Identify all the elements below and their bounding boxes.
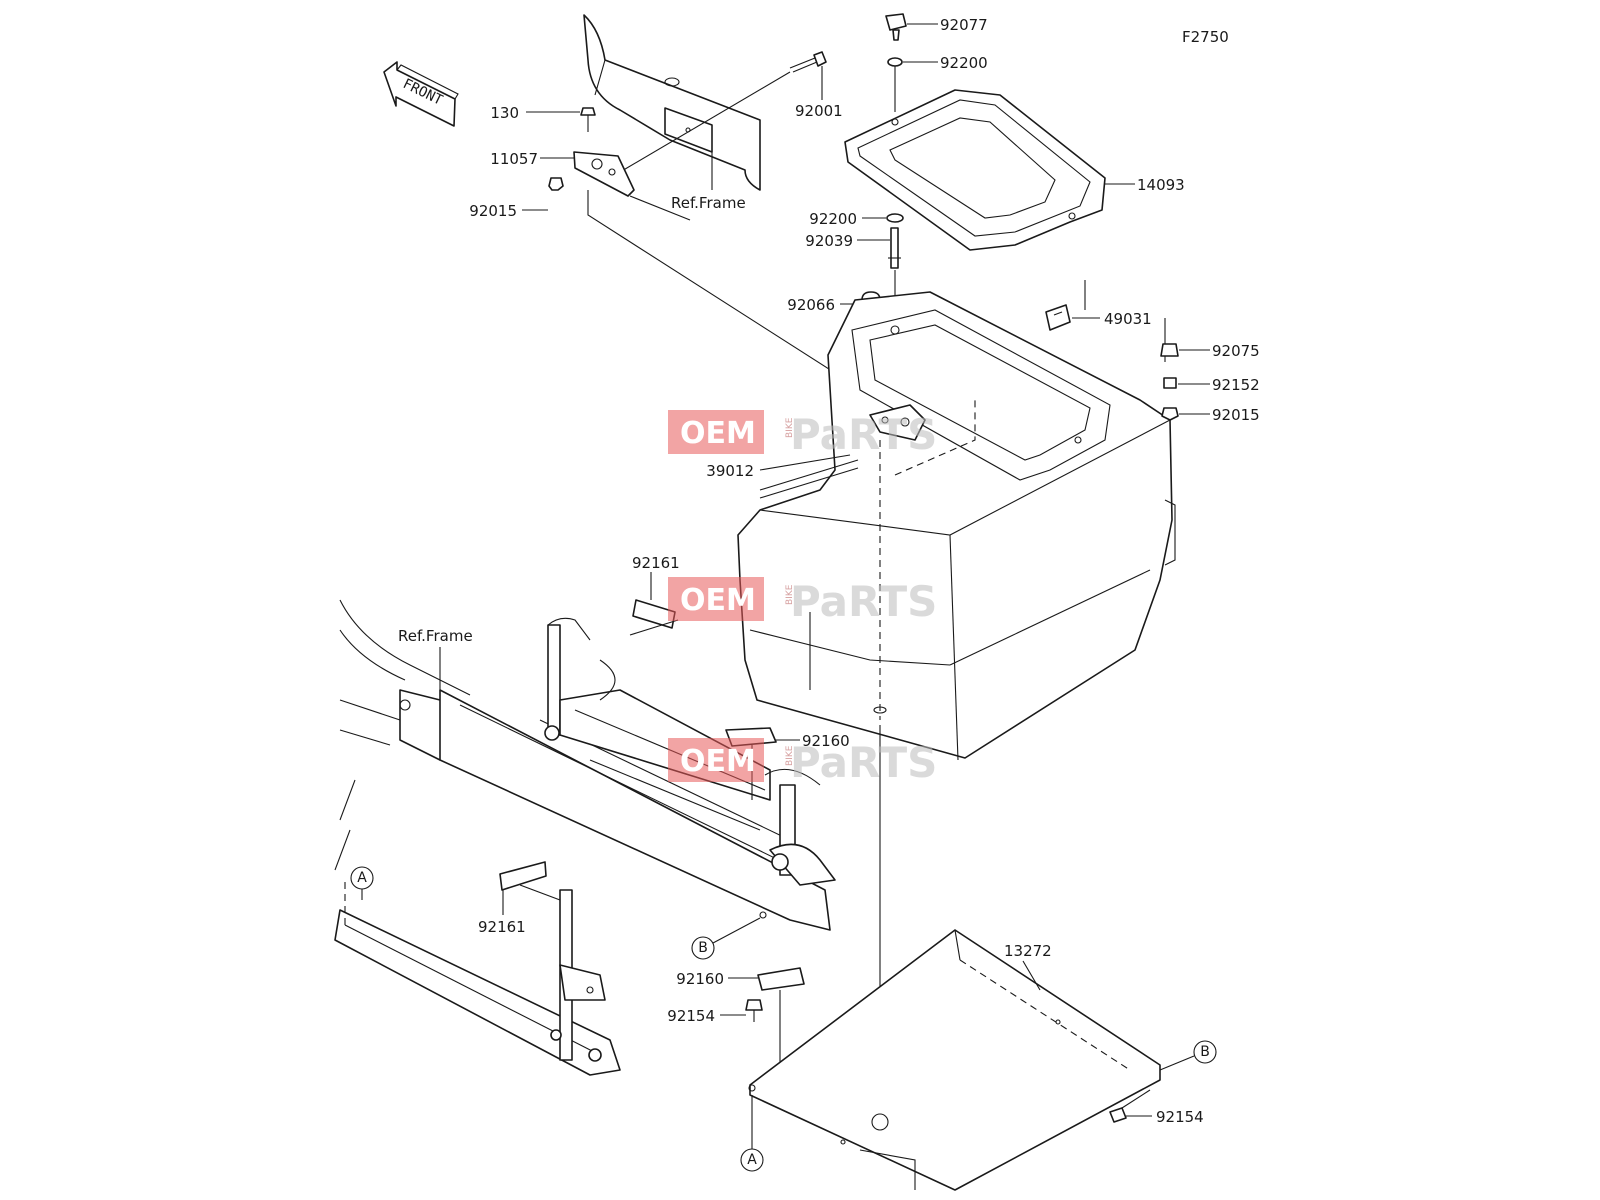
svg-text:PaRTS: PaRTS xyxy=(790,410,937,459)
svg-text:OEM: OEM xyxy=(680,416,756,451)
svg-text:92015: 92015 xyxy=(1212,406,1260,424)
svg-text:A: A xyxy=(357,870,367,886)
svg-text:92015: 92015 xyxy=(469,202,517,220)
svg-text:92066: 92066 xyxy=(787,296,835,314)
upper-frame-bracket: Ref.Frame xyxy=(583,14,761,212)
svg-text:B: B xyxy=(698,940,708,956)
svg-text:PaRTS: PaRTS xyxy=(790,577,937,626)
fastener-stack-right: 92075 92152 92015 xyxy=(1160,342,1260,424)
lid-14093: 14093 xyxy=(844,89,1185,251)
bolt-92154: 92154 92154 xyxy=(667,999,1204,1126)
svg-text:92154: 92154 xyxy=(1156,1108,1204,1126)
svg-text:92077: 92077 xyxy=(940,16,988,34)
svg-text:92200: 92200 xyxy=(940,54,988,72)
skid-plate-13272: 13272 xyxy=(748,929,1161,1191)
svg-text:BIKE: BIKE xyxy=(785,584,795,605)
key-92077: 92077 92200 xyxy=(885,13,988,112)
diagram-code: F2750 xyxy=(1182,28,1229,46)
watermark-1: OEM BIKE PaRTS xyxy=(668,410,937,459)
svg-text:92152: 92152 xyxy=(1212,376,1260,394)
svg-text:92154: 92154 xyxy=(667,1007,715,1025)
svg-text:130: 130 xyxy=(490,104,519,122)
svg-text:92160: 92160 xyxy=(802,732,850,750)
latch-49031: 49031 xyxy=(1045,280,1166,362)
front-arrow-icon: FRONT xyxy=(383,61,459,127)
svg-text:11057: 11057 xyxy=(490,150,538,168)
watermark-2: OEM BIKE PaRTS xyxy=(668,577,937,626)
svg-text:92160: 92160 xyxy=(676,970,724,988)
svg-text:92039: 92039 xyxy=(805,232,853,250)
callout-b-upper: B xyxy=(691,917,761,960)
svg-text:92161: 92161 xyxy=(478,918,526,936)
svg-text:OEM: OEM xyxy=(680,744,756,779)
svg-text:92001: 92001 xyxy=(795,102,843,120)
pad-92160: 92160 92160 xyxy=(676,727,850,1085)
callout-a-upper: A xyxy=(350,866,374,900)
svg-text:B: B xyxy=(1200,1044,1210,1060)
svg-text:13272: 13272 xyxy=(1004,942,1052,960)
callout-a-lower: A xyxy=(740,1095,764,1172)
watermark-3: OEM BIKE PaRTS xyxy=(668,738,937,787)
ref-frame-label-lower: Ref.Frame xyxy=(398,627,473,645)
svg-text:BIKE: BIKE xyxy=(785,745,795,766)
svg-text:BIKE: BIKE xyxy=(785,417,795,438)
svg-text:PaRTS: PaRTS xyxy=(790,738,937,787)
callout-b-lower: B xyxy=(1159,1040,1217,1071)
svg-text:92161: 92161 xyxy=(632,554,680,572)
svg-text:39012: 39012 xyxy=(706,462,754,480)
svg-text:14093: 14093 xyxy=(1137,176,1185,194)
svg-text:A: A xyxy=(747,1152,757,1168)
pad-92161: 92161 92161 xyxy=(478,554,680,936)
svg-text:OEM: OEM xyxy=(680,583,756,618)
svg-text:92200: 92200 xyxy=(809,210,857,228)
storage-box-39012: 39012 xyxy=(706,291,1176,1130)
ref-frame-label-upper: Ref.Frame xyxy=(671,194,746,212)
bolt-92001: 92001 xyxy=(614,51,843,176)
svg-text:92075: 92075 xyxy=(1212,342,1260,360)
bracket-11057: 130 11057 92015 xyxy=(469,104,941,441)
svg-text:49031: 49031 xyxy=(1104,310,1152,328)
